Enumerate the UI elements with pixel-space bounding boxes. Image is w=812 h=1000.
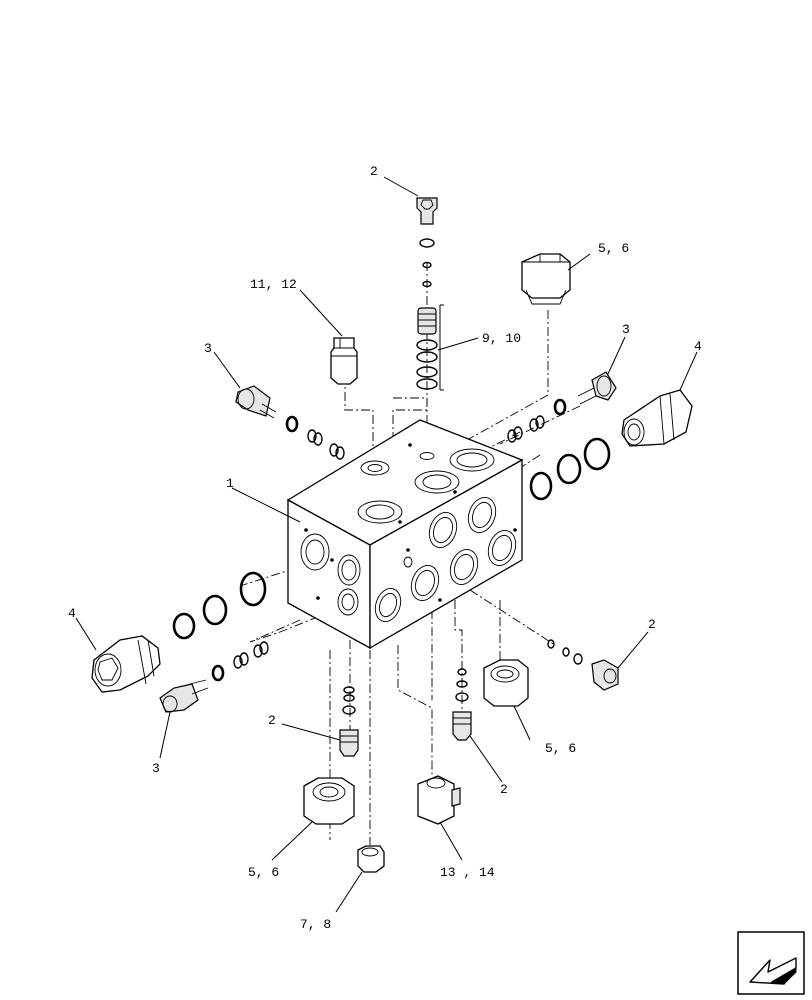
cartridge-left-4 (91, 571, 267, 693)
callout-11-12: 11, 12 (250, 277, 297, 292)
callout-3-bottom: 3 (152, 761, 160, 776)
callout-4-right: 4 (694, 339, 702, 354)
cartridge-11-12 (330, 337, 358, 385)
callout-1: 1 (226, 476, 234, 491)
callout-3-left: 3 (204, 341, 212, 356)
plug-7-8 (357, 845, 385, 873)
cap-right (483, 659, 529, 707)
callout-5-6-right: 5, 6 (545, 741, 576, 756)
relief-valve-right-top (507, 371, 617, 443)
leader-lines (75, 176, 698, 913)
plug-lower-center (339, 686, 359, 757)
plug-right (547, 639, 619, 691)
plug-top (416, 197, 438, 288)
callout-labels: 2 5, 6 11, 12 9, 10 3 3 4 1 4 2 2 5, 6 3… (68, 164, 702, 932)
back-arrow-icon[interactable] (737, 931, 805, 995)
callout-4-left: 4 (68, 606, 76, 621)
callout-2-lower: 2 (268, 713, 276, 728)
block-right-face (369, 458, 523, 650)
relief-valve-left-top (235, 385, 345, 460)
callout-5-6-bottom: 5, 6 (248, 865, 279, 880)
cap-top (521, 253, 571, 305)
relief-valve-left-bottom (159, 641, 269, 713)
callout-2-top: 2 (370, 164, 378, 179)
callout-7-8: 7, 8 (300, 917, 331, 932)
valve-block (286, 419, 524, 650)
plug-bottom (452, 668, 472, 741)
cap-bottom (303, 777, 355, 825)
coil-13-14 (417, 775, 461, 825)
cartridge-9-10 (416, 304, 444, 391)
callout-2-bottom: 2 (500, 782, 508, 797)
callout-13-14: 13 , 14 (440, 865, 495, 880)
callout-5-6-top: 5, 6 (598, 241, 629, 256)
cartridge-right-4 (529, 389, 693, 501)
callout-3-right: 3 (622, 322, 630, 337)
callout-2-right: 2 (648, 617, 656, 632)
callout-9-10: 9, 10 (482, 331, 521, 346)
